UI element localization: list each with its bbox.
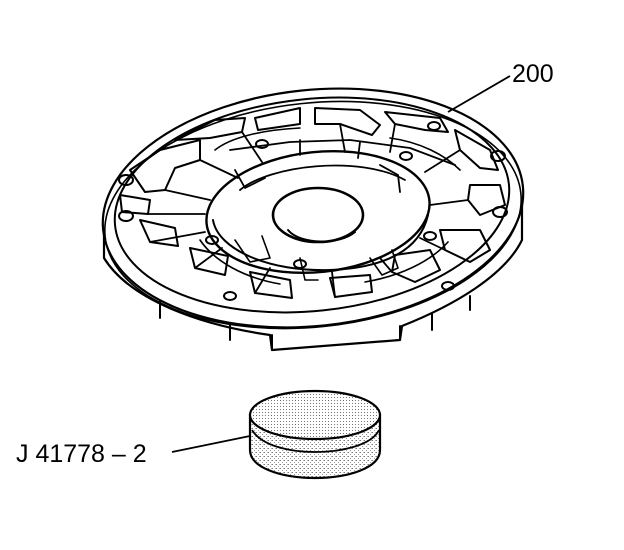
- callout-leader-200: [447, 75, 511, 113]
- pump-cover-pocket: [205, 149, 431, 275]
- pump-cover-outer-rim: [101, 87, 525, 329]
- pump-cover-hub-bore-inner: [287, 229, 356, 243]
- pump-cover-rim-step: [104, 100, 522, 330]
- pump-cover: [101, 87, 525, 352]
- pump-cover-skirt-notches: [159, 295, 471, 351]
- pump-cover-bolt-holes: [118, 121, 508, 301]
- tool-puck: [248, 389, 382, 480]
- callout-label-200: 200: [512, 60, 554, 88]
- tool-puck-top: [248, 389, 382, 441]
- callout-label-tool: J 41778 – 2: [16, 440, 147, 468]
- pump-cover-ribs: [199, 127, 461, 285]
- pump-cover-pocket-floor: [239, 164, 406, 191]
- pump-cover-pocket-wall: [212, 214, 429, 272]
- tool-puck-edge: [251, 429, 380, 453]
- callout-leader-tool: [171, 435, 251, 453]
- pump-cover-inner-rim: [113, 96, 511, 314]
